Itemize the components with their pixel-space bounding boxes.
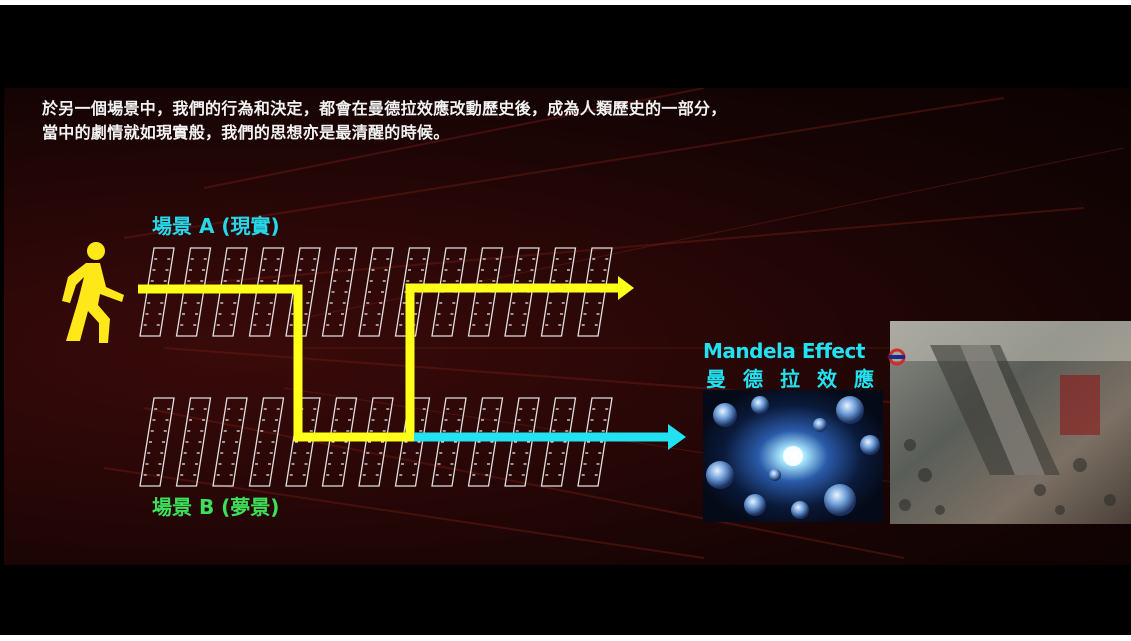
film-frame [540,247,577,337]
film-frame [467,247,504,337]
path-diagram [62,242,1131,524]
film-frame [212,247,248,337]
mandela-effect-title-chinese: 曼德拉效應 [706,367,891,391]
film-frame [139,397,175,487]
arrow-right-icon [618,276,634,300]
narration-line-1: 於另一個場景中，我們的行為和決定，都會在曼德拉效應改動歷史後，成為人類歷史的一部… [42,99,727,118]
scene-a-label: 場景 A (現實) [152,214,280,238]
slide: 於另一個場景中，我們的行為和決定，都會在曼德拉效應改動歷史後，成為人類歷史的一部… [0,5,1131,635]
narration-line-2: 當中的劇情就如現實般，我們的思想亦是最清醒的時候。 [42,123,450,142]
film-frame [321,397,358,487]
film-frame [285,397,321,487]
reality-path [138,283,618,442]
film-frame [358,247,394,337]
film-frame [175,397,212,487]
light-streaks [103,88,1125,559]
film-frame [540,397,577,487]
film-frame [431,247,467,337]
mandela-effect-image [703,390,883,522]
film-frame [248,247,285,337]
scene-b-frames [139,397,613,487]
film-frame [248,397,285,487]
mandela-effect-title: Mandela Effect [703,339,865,363]
film-frame [175,247,212,337]
walking-person-icon [62,242,124,343]
film-frame [504,397,540,487]
film-frame [394,247,431,337]
narration-text: 於另一個場景中，我們的行為和決定，都會在曼德拉效應改動歷史後，成為人類歷史的一部… [42,97,727,145]
film-frame [504,247,540,337]
film-frame [577,397,613,487]
film-frame [358,397,394,487]
film-frame [394,397,431,487]
film-frame [212,397,248,487]
film-frame [285,247,321,337]
film-frame [577,247,613,337]
station-crowd-photo [888,321,1131,524]
arrow-right-icon [668,424,686,450]
film-frame [431,397,467,487]
scene-b-label: 場景 B (夢景) [152,495,280,519]
film-frame [467,397,504,487]
film-frame [139,247,175,337]
film-frame [321,247,358,337]
